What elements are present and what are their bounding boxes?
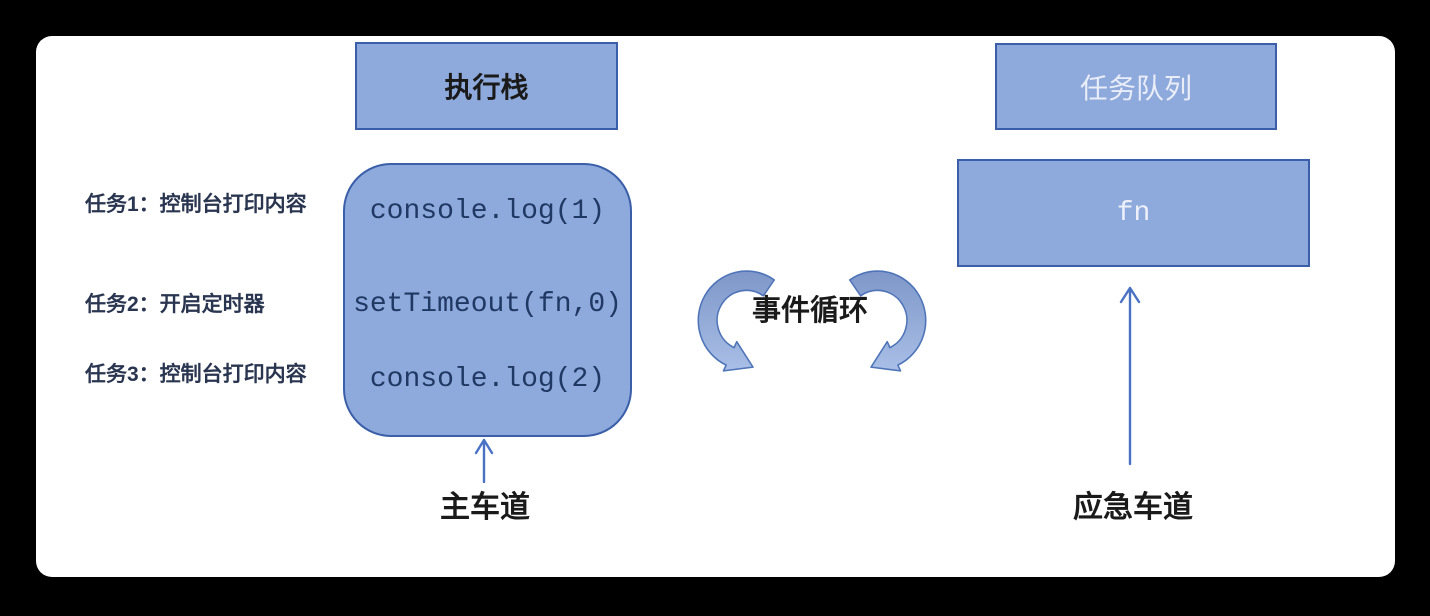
execution-stack-header: 执行栈	[355, 42, 618, 130]
task-queue-title: 任务队列	[1079, 72, 1192, 104]
emergency-lane-label: 应急车道	[1073, 491, 1193, 524]
curved-arrow-left-icon	[697, 270, 776, 372]
queued-task-fn: fn	[1116, 197, 1151, 229]
task-label-3: 任务3：控制台打印内容	[85, 363, 307, 386]
up-arrow-emergency-lane-icon	[1119, 286, 1141, 466]
task-queue-header: 任务队列	[995, 43, 1277, 130]
execution-stack-title: 执行栈	[444, 72, 529, 103]
code-line-2: setTimeout(fn,0)	[353, 289, 622, 320]
main-lane-label: 主车道	[440, 491, 530, 524]
code-line-3: console.log(2)	[369, 364, 606, 395]
task-label-2: 任务2：开启定时器	[85, 293, 265, 316]
curved-arrow-right-icon	[848, 270, 927, 372]
execution-stack-box: console.log(1) setTimeout(fn,0) console.…	[343, 163, 632, 437]
up-arrow-main-lane-icon	[474, 438, 494, 483]
task-queue-box: fn	[957, 159, 1310, 267]
task-label-1: 任务1：控制台打印内容	[85, 193, 307, 216]
code-line-1: console.log(1)	[369, 196, 606, 227]
event-loop-label: 事件循环	[751, 295, 868, 327]
